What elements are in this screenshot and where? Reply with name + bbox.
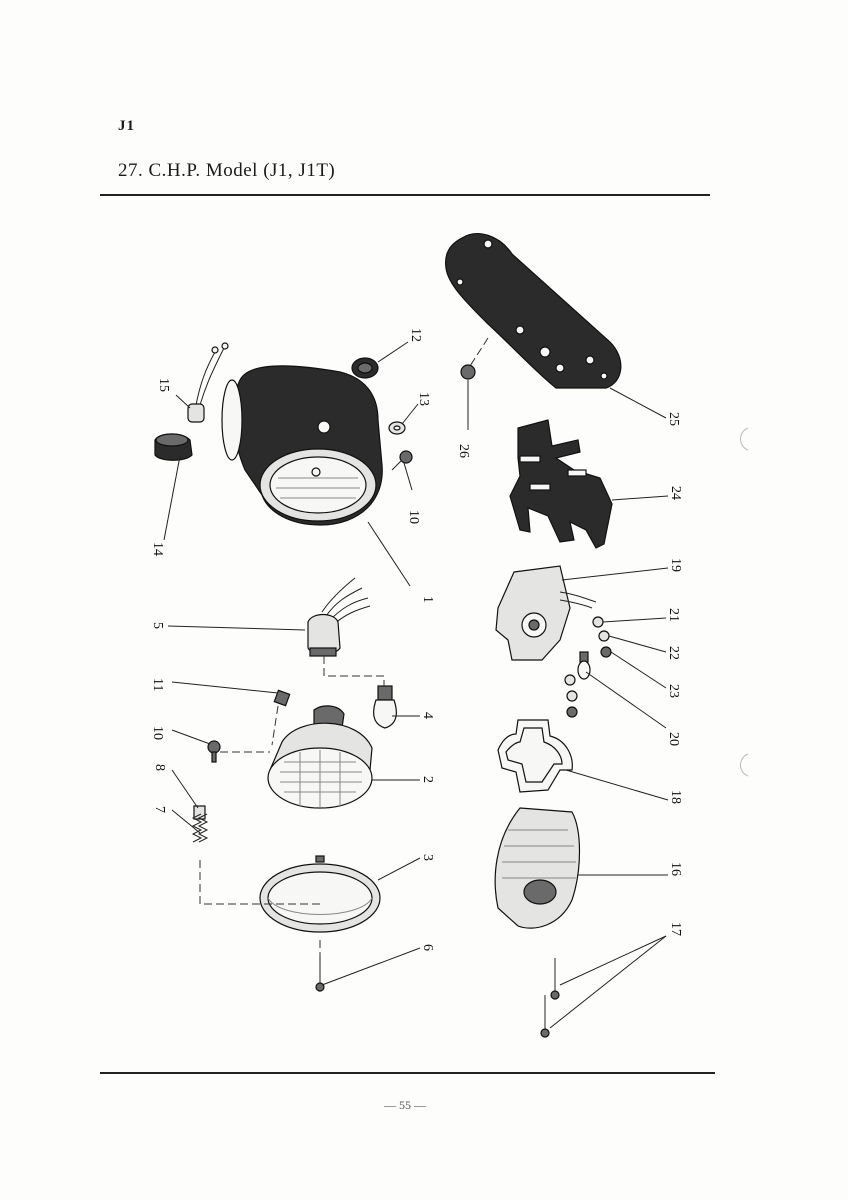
bottom-rule <box>100 1072 715 1074</box>
callout-24: 24 <box>668 486 683 500</box>
callout-19: 19 <box>668 558 683 572</box>
part-17-screws <box>540 958 560 1038</box>
part-3-rim <box>259 855 381 933</box>
part-11-nut <box>273 689 291 707</box>
part-10-screw-lower <box>207 740 221 763</box>
callout-22: 22 <box>666 646 681 660</box>
part-20-small-bulb <box>577 651 591 680</box>
part-1-headlight-case <box>221 365 383 526</box>
part-8-nut <box>193 805 206 820</box>
part-5-wire-harness <box>307 577 371 657</box>
callout-7: 7 <box>152 806 167 813</box>
callout-26: 26 <box>456 444 471 458</box>
callout-10-lower: 10 <box>150 726 165 740</box>
part-6-screw <box>315 955 325 992</box>
callout-18: 18 <box>668 790 683 804</box>
part-16-tail-lens <box>494 807 581 929</box>
callout-5: 5 <box>150 622 165 629</box>
callout-6: 6 <box>420 944 435 951</box>
callout-14: 14 <box>150 542 165 556</box>
part-2-reflector <box>267 705 373 809</box>
part-13-washer <box>388 421 406 435</box>
part-19-lamp-base <box>495 565 597 661</box>
part-23-nut <box>600 646 612 658</box>
callout-1: 1 <box>420 596 435 603</box>
part-10-screw-upper <box>391 450 413 471</box>
leader-lines <box>163 341 669 1029</box>
binder-hole-marks <box>740 427 749 777</box>
callout-13: 13 <box>416 392 431 406</box>
callout-12: 12 <box>408 328 423 342</box>
part-21-washer <box>592 616 604 628</box>
callout-3: 3 <box>420 854 435 861</box>
part-7-spring <box>191 813 209 843</box>
part-22-washer <box>598 630 610 642</box>
part-15-socket-wire <box>187 342 229 423</box>
callout-15: 15 <box>156 378 171 392</box>
callout-4: 4 <box>420 712 435 719</box>
callout-8: 8 <box>152 764 167 771</box>
part-14-socket <box>154 433 193 461</box>
part-18-gasket <box>497 719 573 793</box>
callout-23: 23 <box>666 684 681 698</box>
callout-25: 25 <box>666 412 681 426</box>
page-title: 27. C.H.P. Model (J1, J1T) <box>118 160 336 181</box>
page-number: — 55 — <box>384 1098 426 1112</box>
callout-17: 17 <box>668 922 683 936</box>
callout-11: 11 <box>150 678 165 691</box>
section-code: J1 <box>118 118 135 134</box>
callout-2: 2 <box>420 776 435 783</box>
top-rule <box>100 194 710 196</box>
part-12-grommet <box>351 357 379 379</box>
callout-20: 20 <box>666 732 681 746</box>
alignment-lines <box>199 337 489 955</box>
part-25-bracket <box>445 233 622 389</box>
part-4-bulb <box>373 685 397 729</box>
nut-stack <box>564 674 578 718</box>
part-26-grommet <box>460 364 476 380</box>
callout-10-upper: 10 <box>406 510 421 524</box>
callout-labels: 1 2 3 4 5 6 7 8 10 10 11 12 13 14 15 16 … <box>150 328 683 951</box>
callout-21: 21 <box>666 608 681 622</box>
callout-16: 16 <box>668 862 683 876</box>
part-24-tail-bracket <box>509 419 613 549</box>
